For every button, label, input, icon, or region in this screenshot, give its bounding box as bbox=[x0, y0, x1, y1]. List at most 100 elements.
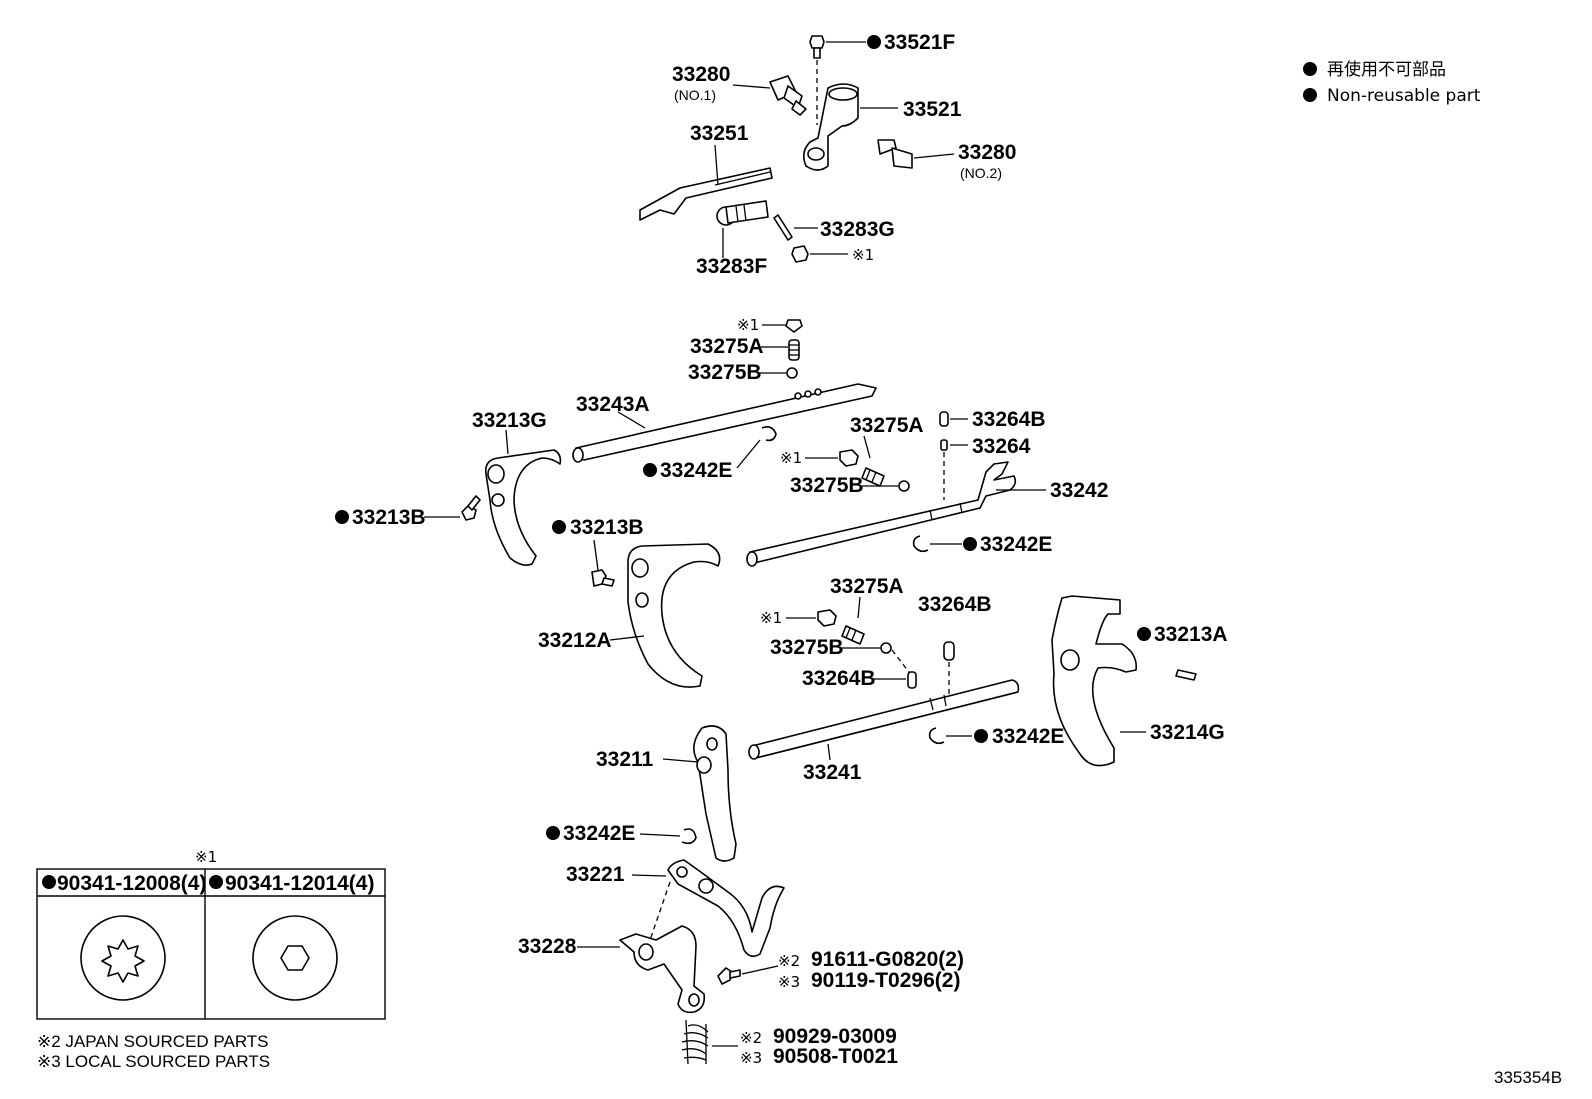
shaft-33243a-part bbox=[572, 383, 877, 463]
leader-line bbox=[505, 429, 509, 455]
hex-bolt-icon bbox=[252, 915, 338, 1001]
plug-mark1-mid-part bbox=[839, 449, 859, 467]
pin-33283g-part bbox=[773, 214, 793, 241]
clip-33242e-b-part bbox=[912, 535, 929, 553]
label-mark1-b: ※1 bbox=[737, 316, 759, 334]
table-col2-header: 90341-12014(4) bbox=[225, 872, 374, 895]
label-33275b-b: 33275B bbox=[790, 474, 864, 497]
leader-line bbox=[741, 965, 779, 975]
leader-line bbox=[863, 435, 871, 459]
spring-33275a-c-part bbox=[841, 625, 865, 645]
label-spring-b-mark: ※3 bbox=[740, 1049, 762, 1067]
nonreusable-dot-icon bbox=[335, 510, 349, 524]
shaft-33283f-part bbox=[716, 200, 769, 226]
note-local-sourced: ※3 LOCAL SOURCED PARTS bbox=[37, 1052, 270, 1071]
nonreusable-dot-icon bbox=[42, 875, 56, 889]
ball-33275b-c-part bbox=[880, 642, 892, 654]
label-33275a-c: 33275A bbox=[830, 575, 904, 598]
legend-nonreusable-en: Non-reusable part bbox=[1327, 86, 1481, 106]
label-mark1-c: ※1 bbox=[780, 449, 802, 467]
label-33221: 33221 bbox=[566, 863, 625, 886]
label-33228: 33228 bbox=[518, 935, 577, 958]
diagram-id: 335354B bbox=[1494, 1068, 1562, 1087]
leader-line bbox=[639, 833, 681, 837]
label-33275b-a: 33275B bbox=[688, 361, 762, 384]
shaft-33242-part bbox=[746, 461, 1017, 567]
clip-33242e-a-part bbox=[761, 426, 777, 442]
bolt-33521f-part bbox=[809, 35, 825, 125]
spring-33275a-b-part bbox=[861, 467, 885, 487]
leader-line bbox=[617, 411, 646, 429]
plug-mark1-low-part bbox=[817, 609, 837, 627]
label-33280-no2: 33280 bbox=[958, 141, 1016, 164]
nonreusable-dot-icon bbox=[209, 875, 223, 889]
fork-33212a-part bbox=[627, 543, 721, 688]
label-33280-no1-sub: (NO.1) bbox=[674, 87, 716, 103]
label-33275b-c: 33275B bbox=[770, 636, 844, 659]
label-33214g: 33214G bbox=[1150, 721, 1225, 744]
bolt-33213b-a-part bbox=[461, 495, 481, 521]
pin-33264b-b-part bbox=[943, 641, 955, 661]
label-33213g: 33213G bbox=[472, 409, 547, 432]
pin-33213a-part bbox=[1175, 669, 1197, 681]
lever-33521-part bbox=[802, 83, 859, 171]
table-border bbox=[36, 868, 386, 1020]
label-33280-no1: 33280 bbox=[672, 63, 730, 86]
legend: 再使用不可部品 Non-reusable part bbox=[1303, 59, 1481, 106]
plug-33280-no1-part bbox=[769, 75, 807, 116]
leader-line bbox=[732, 84, 771, 89]
ball-33275b-b-part bbox=[898, 480, 910, 492]
plug-mark1-part bbox=[791, 245, 809, 263]
label-33283f: 33283F bbox=[696, 255, 767, 278]
label-33241: 33241 bbox=[803, 761, 862, 784]
nonreusable-dot-icon bbox=[963, 537, 977, 551]
label-33264b-c: 33264B bbox=[802, 667, 876, 690]
plug-33280-no2-part bbox=[877, 139, 913, 169]
pin-33264b-a-part bbox=[939, 411, 949, 427]
leader-line bbox=[913, 153, 955, 159]
leader-line bbox=[593, 539, 599, 571]
legend-dot-icon bbox=[1303, 62, 1317, 76]
leader-line bbox=[609, 635, 645, 641]
nonreusable-dot-icon bbox=[974, 729, 988, 743]
shaft-33251-part bbox=[639, 167, 773, 221]
label-33242: 33242 bbox=[1050, 479, 1108, 502]
label-33275a-a: 33275A bbox=[690, 335, 764, 358]
label-33243a: 33243A bbox=[576, 393, 650, 416]
label-33251: 33251 bbox=[690, 122, 749, 145]
label-spring-b: 90508-T0021 bbox=[773, 1045, 898, 1068]
label-bolt-b: 90119-T0296(2) bbox=[811, 969, 960, 992]
clip-33242e-c-part bbox=[928, 727, 945, 745]
label-33213b-b: 33213B bbox=[570, 516, 644, 539]
label-33212a: 33212A bbox=[538, 629, 612, 652]
assembly-dash-line bbox=[891, 649, 913, 677]
label-33242e-b: 33242E bbox=[980, 533, 1052, 556]
leader-line bbox=[827, 743, 831, 761]
plug-mark1-small-part bbox=[785, 319, 803, 333]
clip-33242e-d-part bbox=[681, 828, 697, 845]
label-33275a-b: 33275A bbox=[850, 414, 924, 437]
bolt-33213b-b-part bbox=[591, 569, 615, 587]
spring-33275a-part bbox=[788, 339, 800, 361]
label-spring-a-mark: ※2 bbox=[740, 1029, 762, 1047]
label-33213a: 33213A bbox=[1154, 623, 1228, 646]
bolt-91611-part bbox=[717, 967, 741, 985]
label-33283g: 33283G bbox=[820, 218, 895, 241]
leader-line bbox=[714, 144, 719, 186]
label-33213b-a: 33213B bbox=[352, 506, 426, 529]
nonreusable-dot-icon bbox=[1137, 627, 1151, 641]
pin-33264b-c-part bbox=[907, 671, 917, 689]
label-mark1-a: ※1 bbox=[852, 246, 874, 264]
lever-33221-part bbox=[667, 859, 785, 958]
label-spring-a: 90929-03009 bbox=[773, 1025, 897, 1048]
table-col1-header: 90341-12008(4) bbox=[57, 872, 206, 895]
fork-33214g-part bbox=[1051, 595, 1138, 767]
lever-33211-part bbox=[693, 725, 737, 862]
label-33264b-b: 33264B bbox=[918, 593, 992, 616]
pin-33264-part bbox=[940, 439, 948, 451]
label-bolt-b-mark: ※3 bbox=[778, 973, 800, 991]
label-33521f: 33521F bbox=[884, 31, 955, 54]
label-bolt-a: 91611-G0820(2) bbox=[811, 948, 964, 971]
label-mark1-d: ※1 bbox=[760, 609, 782, 627]
